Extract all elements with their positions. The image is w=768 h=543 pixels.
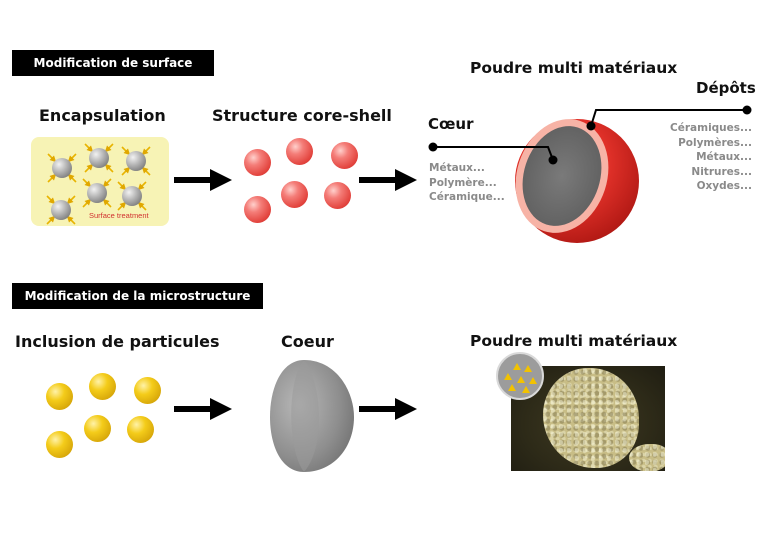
inward-arrow-icon [46,143,151,225]
inward-arrows [46,143,151,225]
powder-grain-small [629,444,665,471]
powder-micrograph [511,366,665,471]
core-half-sphere [270,360,354,472]
grey-particle [122,186,142,206]
surface-modification-banner: Modification de surface [12,50,214,76]
multi-material-title-bottom: Poudre multi matériaux [470,332,678,350]
multi-material-title-top: Poudre multi matériaux [470,59,678,77]
core-shell-particle [244,149,271,176]
grey-particle [87,183,107,203]
grey-particle [51,200,71,220]
inclusion-title: Inclusion de particules [15,332,220,351]
core-shell-particle [244,196,271,223]
arrow-right-icon [359,169,417,191]
depot-material: Métaux... [696,151,752,163]
triangle-inclusion-icon [504,363,537,393]
coeur-title: Coeur [281,332,334,351]
coeur-material: Métaux... [429,162,485,174]
gold-particle [89,373,116,400]
surface-treatment-label: Surface treatment [89,211,149,220]
gold-particle [84,415,111,442]
depots-callout [590,109,747,127]
encapsulation-title: Encapsulation [39,106,166,125]
encapsulation-panel: Surface treatment [31,137,169,226]
microstructure-banner: Modification de la microstructure [12,283,263,309]
depots-label: Dépôts [696,79,756,97]
coeur-material: Céramique... [429,191,505,203]
core-shell-particle [331,142,358,169]
arrow-right-icon [174,169,232,191]
core-shell-title: Structure core-shell [212,106,392,125]
gold-particle [134,377,161,404]
depot-material: Polymères... [678,136,752,149]
coeur-materials-list: Métaux... Polymère... Céramique... [429,161,505,205]
arrow-right-icon [359,398,417,420]
grey-particle [52,158,72,178]
coeur-callout [433,146,554,161]
core-cut-face [522,126,602,226]
microstructure-banner-label: Modification de la microstructure [24,289,251,303]
gold-particle [46,431,73,458]
depot-material: Céramiques... [670,122,752,134]
core-shell-particle [286,138,313,165]
grey-particle [126,151,146,171]
powder-grain [543,368,639,468]
coeur-material: Polymère... [429,176,497,189]
depots-materials-list: Céramiques... Polymères... Métaux... Nit… [670,121,752,194]
depot-material: Oxydes... [696,180,752,192]
coeur-label: Cœur [428,115,474,133]
gold-particle [46,383,73,410]
depot-material: Nitrures... [691,165,752,178]
gold-particle [127,416,154,443]
core-shell-particle [324,182,351,209]
surface-banner-label: Modification de surface [33,56,193,70]
arrow-right-icon [174,398,232,420]
inclusion-icon [496,352,544,400]
core-shell-particle [281,181,308,208]
grey-particle [89,148,109,168]
